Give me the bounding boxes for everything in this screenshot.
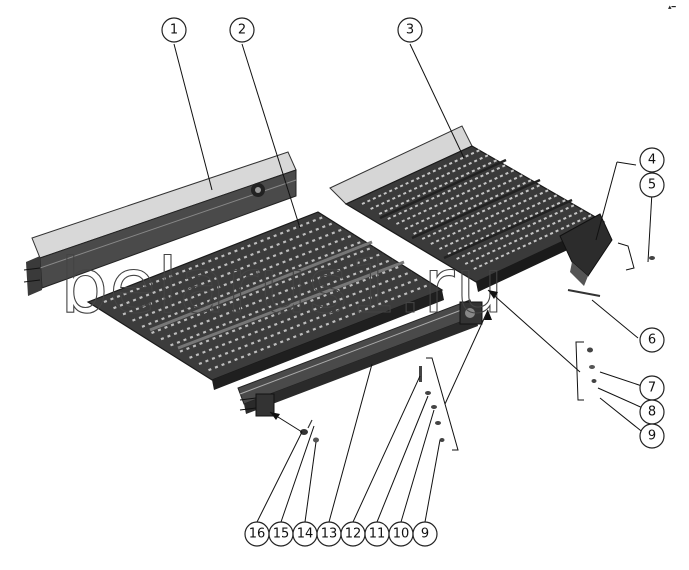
svg-text:3: 3 [406, 23, 414, 38]
sieve-slot-row [430, 189, 550, 245]
callout-9-right: 9 [639, 423, 665, 449]
part-13-lower-rail [237, 299, 483, 417]
watermark-text: belarus1.ru [60, 241, 505, 330]
sieve-slot-row [447, 199, 567, 255]
callout-4: 4 [639, 147, 665, 173]
sieve-slot-row [370, 154, 490, 210]
sieve-slot-row [160, 252, 384, 341]
svg-text:5: 5 [648, 178, 656, 193]
sieve-slot-row [103, 214, 327, 304]
callout-3: 3 [397, 17, 423, 43]
sieve-slot-row [189, 270, 412, 359]
sieve-slot-row [132, 233, 355, 322]
svg-text:4: 4 [648, 153, 656, 168]
callout-balloons: 1 2 3 4 5 6 7 8 9 16 15 14 13 12 11 10 9 [161, 17, 665, 547]
sieve-slot-row [473, 214, 593, 270]
corner-mark: ▴━ [668, 3, 677, 11]
callout-1: 1 [161, 17, 187, 43]
sieve-slot-row [413, 179, 533, 235]
sieve-slot-row [421, 184, 541, 240]
callout-16: 16 [244, 521, 270, 547]
svg-text:7: 7 [648, 381, 656, 396]
callout-8: 8 [639, 399, 665, 425]
svg-text:12: 12 [345, 527, 362, 542]
sieve-slot-row [179, 264, 403, 353]
callout-9-bottom: 9 [412, 521, 438, 547]
part-3-upper-sieve-panel [329, 125, 606, 292]
sieve-slot-row [198, 276, 422, 366]
part-2-sieve-panel [86, 211, 444, 390]
fastener-parts [300, 256, 655, 443]
sieve-slot-row [122, 227, 346, 316]
svg-text:13: 13 [321, 527, 338, 542]
svg-text:16: 16 [249, 527, 266, 542]
svg-text:11: 11 [369, 527, 386, 542]
sieve-slot-row [170, 258, 393, 347]
svg-text:9: 9 [421, 527, 429, 542]
callout-10: 10 [388, 521, 414, 547]
sieve-slot-row [456, 204, 576, 260]
callout-11: 11 [364, 521, 390, 547]
part-1-rail-beam [23, 151, 297, 296]
sieve-slot-row [151, 245, 374, 335]
callout-6: 6 [639, 327, 665, 353]
svg-text:9: 9 [648, 429, 656, 444]
svg-text:10: 10 [393, 527, 410, 542]
sieve-slot-row [378, 159, 498, 215]
callout-15: 15 [268, 521, 294, 547]
svg-text:15: 15 [273, 527, 290, 542]
sieve-slot-row [464, 209, 584, 265]
sieve-slot-row [113, 221, 336, 310]
sieve-slot-row [395, 169, 515, 225]
sieve-slot-row [141, 239, 365, 328]
sieve-slot-row [208, 283, 431, 372]
leader-lines [173, 43, 653, 523]
svg-text:8: 8 [648, 405, 656, 420]
svg-text:1: 1 [170, 23, 178, 38]
callout-5: 5 [639, 172, 665, 198]
callout-14: 14 [292, 521, 318, 547]
callout-2: 2 [229, 17, 255, 43]
svg-text:6: 6 [648, 333, 656, 348]
callout-12: 12 [340, 521, 366, 547]
sieve-slot-row [361, 149, 481, 205]
svg-text:2: 2 [238, 23, 246, 38]
sieve-slot-row [387, 164, 507, 220]
callout-13: 13 [316, 521, 342, 547]
sieve-slot-row [404, 174, 524, 230]
callout-7: 7 [639, 375, 665, 401]
sieve-slot-row [438, 194, 558, 250]
svg-text:14: 14 [297, 527, 314, 542]
